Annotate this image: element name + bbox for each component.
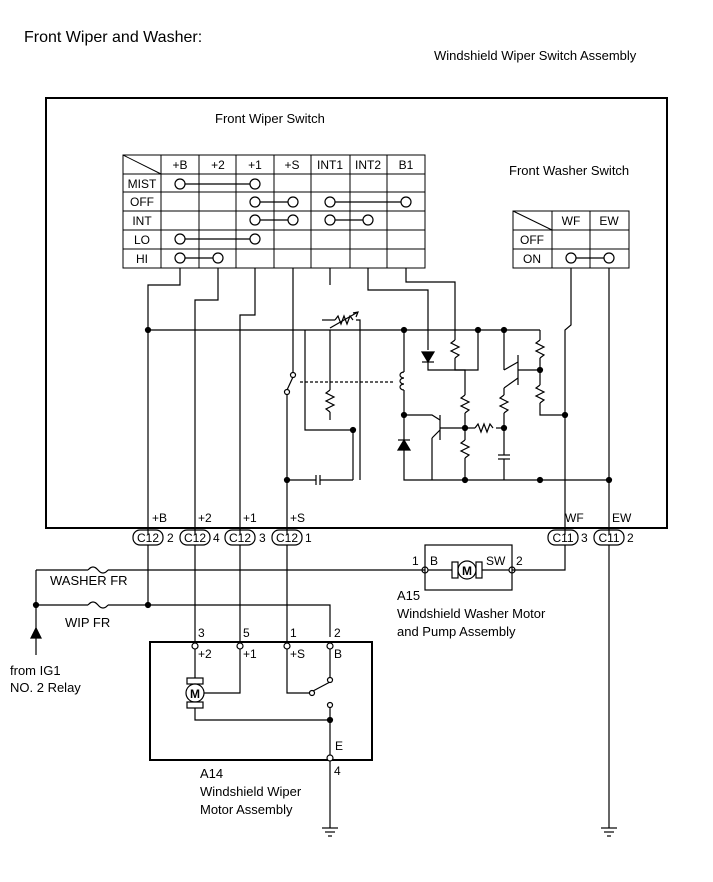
col-wf: WF: [562, 214, 581, 228]
pin-c11-3: 3: [581, 531, 588, 545]
washer-motor-icon: M: [462, 564, 472, 578]
row-washer-off: OFF: [520, 233, 544, 247]
conn-c12-c: C12: [229, 531, 251, 545]
washer-motor-name1: Windshield Washer Motor: [397, 606, 546, 621]
wiper-motor-icon: M: [190, 687, 200, 701]
wiper-lbl-plus2: +2: [198, 647, 212, 661]
pin-c12-2: 2: [167, 531, 174, 545]
washer-pinSW: SW: [486, 554, 506, 568]
pin-c12-3: 3: [259, 531, 266, 545]
col-plus1: +1: [248, 158, 262, 172]
washer-pin1: 1: [412, 554, 419, 568]
row-off: OFF: [130, 195, 154, 209]
wiper-motor-name1: Windshield Wiper: [200, 784, 302, 799]
conn-c11-a: C11: [552, 531, 573, 545]
internal-circuit: [144, 268, 613, 535]
source-line1: from IG1: [10, 663, 61, 678]
conn-c12-b: C12: [184, 531, 206, 545]
washer-motor-id: A15: [397, 588, 420, 603]
washer-motor-name2: and Pump Assembly: [397, 624, 516, 639]
pin-c11-2: 2: [627, 531, 634, 545]
row-hi: HI: [136, 252, 148, 266]
washer-motor-assembly: 1 B SW 2 M A15 Windshield Washer Motor a…: [397, 544, 546, 639]
wiper-lbl-E: E: [335, 739, 343, 753]
wiper-pin2: 2: [334, 626, 341, 640]
col-plusS: +S: [284, 158, 299, 172]
external-wiring: [30, 545, 610, 828]
wiper-switch-title: Front Wiper Switch: [215, 111, 325, 126]
col-int2: INT2: [355, 158, 381, 172]
wiper-motor-id: A14: [200, 766, 223, 781]
term-plus1: +1: [243, 511, 257, 525]
switch-assembly-box: [45, 97, 668, 529]
ground-icon: [601, 827, 617, 837]
wiper-motor-name2: Motor Assembly: [200, 802, 293, 817]
row-lo: LO: [134, 233, 150, 247]
wiper-pin1: 1: [290, 626, 297, 640]
col-int1: INT1: [317, 158, 343, 172]
pin-c12-4: 4: [213, 531, 220, 545]
page-title: Front Wiper and Washer:: [24, 29, 202, 46]
wiper-switch-table: +B +2 +1 +S INT1 INT2 B1 MIST OFF INT LO…: [122, 154, 426, 269]
term-plusB: +B: [152, 511, 167, 525]
col-plusB: +B: [172, 158, 187, 172]
conn-c12-d: C12: [276, 531, 298, 545]
pin-c12-1: 1: [305, 531, 312, 545]
fuse-wip-label: WIP FR: [65, 615, 110, 630]
row-int: INT: [132, 214, 152, 228]
col-b1: B1: [399, 158, 414, 172]
wiper-pin3: 3: [198, 626, 205, 640]
washer-pin2: 2: [516, 554, 523, 568]
washer-switch-title: Front Washer Switch: [509, 163, 629, 178]
col-plus2: +2: [211, 158, 225, 172]
term-wf: WF: [565, 511, 584, 525]
row-washer-on: ON: [523, 252, 541, 266]
wiper-motor-assembly: 3 5 1 2 +2 +1 +S B M E 4 A14 W: [149, 626, 373, 828]
wiper-pin4: 4: [334, 764, 341, 778]
term-plusS: +S: [290, 511, 305, 525]
fuse-washer-label: WASHER FR: [50, 573, 128, 588]
wiper-pin5: 5: [243, 626, 250, 640]
term-ew: EW: [612, 511, 632, 525]
connectors: C12 2 C12 4 C12 3 C12 1 C11 3 C11 2: [132, 529, 634, 546]
washer-switch-table: WF EW OFF ON: [512, 210, 630, 269]
conn-c12-a: C12: [137, 531, 159, 545]
row-mist: MIST: [128, 177, 157, 191]
wiper-lbl-plusS: +S: [290, 647, 305, 661]
wiper-lbl-B: B: [334, 647, 342, 661]
wiper-lbl-plus1: +1: [243, 647, 257, 661]
conn-c11-b: C11: [598, 531, 619, 545]
term-plus2: +2: [198, 511, 212, 525]
source-line2: NO. 2 Relay: [10, 680, 81, 695]
col-ew: EW: [599, 214, 619, 228]
assembly-label: Windshield Wiper Switch Assembly: [434, 48, 637, 63]
ground-icon: [322, 827, 338, 837]
washer-pinB: B: [430, 554, 438, 568]
